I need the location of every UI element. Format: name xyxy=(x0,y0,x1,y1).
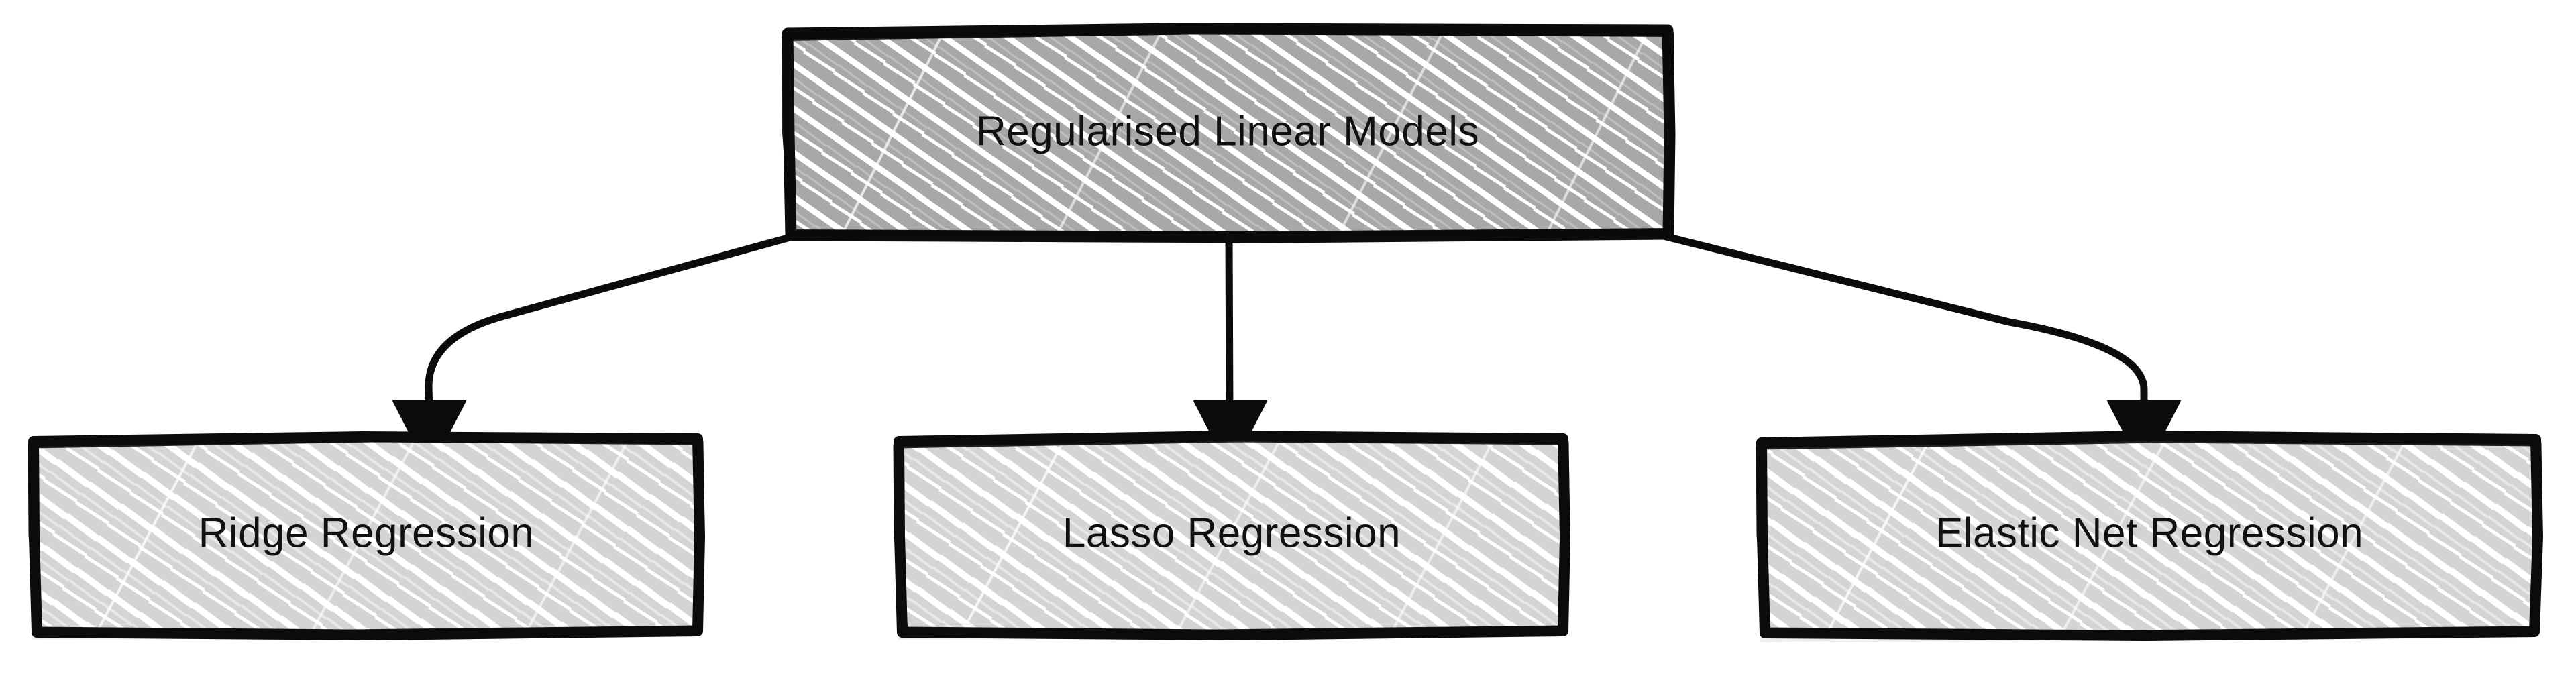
node-regularised-linear-models[interactable]: Regularised Linear Models xyxy=(782,13,1676,255)
node-elastic-fill xyxy=(1763,437,2537,634)
node-lasso-label: Lasso Regression xyxy=(1063,510,1401,556)
node-ridge-fill xyxy=(35,437,699,633)
node-ridge-regression[interactable]: Ridge Regression xyxy=(28,423,705,651)
edge-root-to-elastic-line xyxy=(1660,232,2148,420)
node-lasso-border-2 xyxy=(893,436,1570,636)
node-root-fill xyxy=(789,30,1669,236)
node-elastic-net-regression[interactable]: Elastic Net Regression xyxy=(1756,423,2543,651)
node-root-label: Regularised Linear Models xyxy=(976,108,1479,154)
node-root-hatch-extra xyxy=(830,30,1658,236)
node-root-border-2 xyxy=(782,27,1675,238)
edge-root-to-ridge-line xyxy=(425,232,799,420)
node-ridge-border-2 xyxy=(28,436,705,636)
node-elastic-hatch-extra xyxy=(1817,437,2416,634)
edge-root-to-lasso-line xyxy=(1225,232,1234,420)
node-lasso-fill xyxy=(900,437,1564,633)
node-ridge-label: Ridge Regression xyxy=(199,510,535,556)
node-lasso-regression[interactable]: Lasso Regression xyxy=(893,423,1570,651)
node-elastic-border-2 xyxy=(1756,437,2543,636)
node-lasso-hatch-extra xyxy=(951,437,1504,633)
node-elastic-label: Elastic Net Regression xyxy=(1935,510,2363,556)
node-ridge-hatch-extra xyxy=(86,437,639,633)
